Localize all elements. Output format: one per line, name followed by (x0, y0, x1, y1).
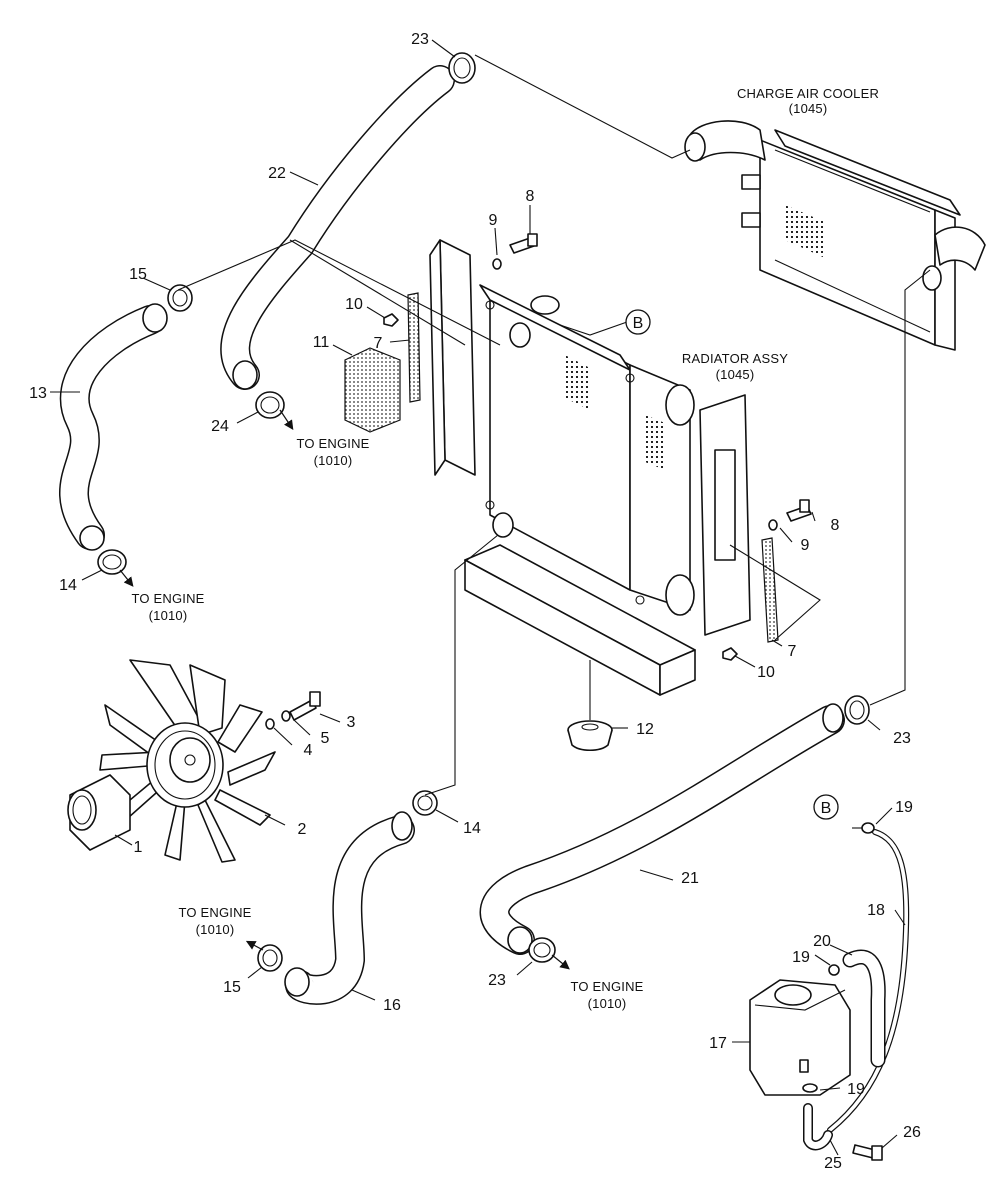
reference-marker-b-radiator: B (625, 309, 651, 335)
callout-19-mid: 19 (792, 949, 810, 966)
bolt-8-right (786, 499, 812, 522)
arrow-to-engine-3 (245, 940, 264, 951)
washer-4 (265, 718, 275, 730)
cooling-fan (99, 659, 276, 863)
callout-14-left: 14 (59, 577, 77, 594)
callout-26: 26 (903, 1124, 921, 1141)
clamp-14-left (97, 549, 127, 575)
to-engine-label-4: TO ENGINE (570, 979, 643, 994)
callout-23-bottom: 23 (488, 972, 506, 989)
radiator-bottom-support (464, 544, 696, 696)
radiator-assembly (479, 284, 695, 616)
callout-19-bottom: 19 (847, 1081, 865, 1098)
clip-19-mid (828, 964, 840, 976)
callout-13: 13 (29, 385, 47, 402)
coolant-reservoir (749, 979, 851, 1096)
to-engine-label-3: TO ENGINE (178, 905, 251, 920)
clamp-15-top (167, 284, 193, 312)
to-engine-ref-3: (1010) (196, 922, 235, 937)
callout-21: 21 (681, 870, 699, 887)
rubber-mount (567, 720, 613, 752)
callout-4: 4 (304, 742, 313, 759)
arrow-to-engine-1 (279, 409, 294, 430)
callout-23-right: 23 (893, 730, 911, 747)
callout-9-top: 9 (489, 212, 498, 229)
clip-19-bottom (802, 1083, 818, 1093)
to-engine-ref-2: (1010) (149, 608, 188, 623)
callout-18: 18 (867, 902, 885, 919)
callout-12: 12 (636, 721, 654, 738)
radiator-right-bracket (699, 394, 751, 636)
to-engine-label-1: TO ENGINE (296, 436, 369, 451)
callout-numbers: 1 2 3 4 5 7 7 8 8 9 9 10 10 11 12 13 14 … (29, 31, 921, 1172)
callout-9-right: 9 (801, 537, 810, 554)
callout-7-top: 7 (374, 335, 383, 352)
arrow-to-engine-2 (119, 569, 134, 587)
clamp-24 (255, 391, 285, 419)
fan-bolt (289, 691, 321, 721)
to-engine-ref-1: (1010) (314, 453, 353, 468)
clamp-23-right (844, 695, 870, 725)
callout-11: 11 (313, 334, 330, 351)
svg-text:B: B (821, 800, 832, 817)
callout-22: 22 (268, 165, 286, 182)
callout-24: 24 (211, 418, 229, 435)
clip-19-top (861, 822, 875, 834)
radiator-assy-ref: (1045) (716, 367, 755, 382)
callout-10-top: 10 (345, 296, 363, 313)
callout-15-top: 15 (129, 266, 147, 283)
callout-16: 16 (383, 997, 401, 1014)
fan-spacer (67, 774, 131, 851)
callout-25: 25 (824, 1155, 842, 1172)
callout-8-top: 8 (526, 188, 535, 205)
charge-air-cooler-label: CHARGE AIR COOLER (737, 86, 879, 101)
callout-19-top: 19 (895, 799, 913, 816)
callout-3: 3 (347, 714, 356, 731)
callout-7-right: 7 (788, 643, 797, 660)
callout-15-bottom: 15 (223, 979, 241, 996)
clamp-14-mid (412, 790, 438, 816)
nut-10-right (722, 647, 738, 661)
to-engine-label-2: TO ENGINE (131, 591, 204, 606)
connector-lines (50, 39, 931, 1156)
clamp-15-bottom (257, 944, 283, 972)
callout-20: 20 (813, 933, 831, 950)
radiator-left-bracket (429, 239, 476, 476)
callout-23-top: 23 (411, 31, 429, 48)
washer-9-top (492, 258, 502, 270)
callout-5: 5 (321, 730, 330, 747)
callout-8-right: 8 (831, 517, 840, 534)
to-engine-ref-4: (1010) (588, 996, 627, 1011)
callout-2: 2 (298, 821, 307, 838)
charge-air-cooler-ref: (1045) (789, 101, 828, 116)
clamp-23-bottom (528, 937, 556, 963)
charge-air-cooler (684, 120, 986, 351)
bolt-26 (852, 1144, 883, 1161)
clamp-23-top (448, 52, 476, 84)
seal-strip-top (407, 292, 421, 403)
arrow-to-engine-4 (551, 954, 570, 970)
reference-marker-b-reservoir: B (813, 794, 839, 820)
callout-1: 1 (134, 839, 143, 856)
callout-10-right: 10 (757, 664, 775, 681)
callout-14-mid: 14 (463, 820, 481, 837)
svg-text:B: B (633, 315, 644, 332)
nut-10-top (383, 313, 399, 327)
callout-17: 17 (709, 1035, 727, 1052)
radiator-assy-label: RADIATOR ASSY (682, 351, 788, 366)
washer-5 (281, 710, 291, 722)
seal-strip-right (761, 537, 779, 643)
baffle-plate (344, 347, 401, 433)
washer-9-right (768, 519, 778, 531)
bolt-8-top (509, 233, 538, 254)
